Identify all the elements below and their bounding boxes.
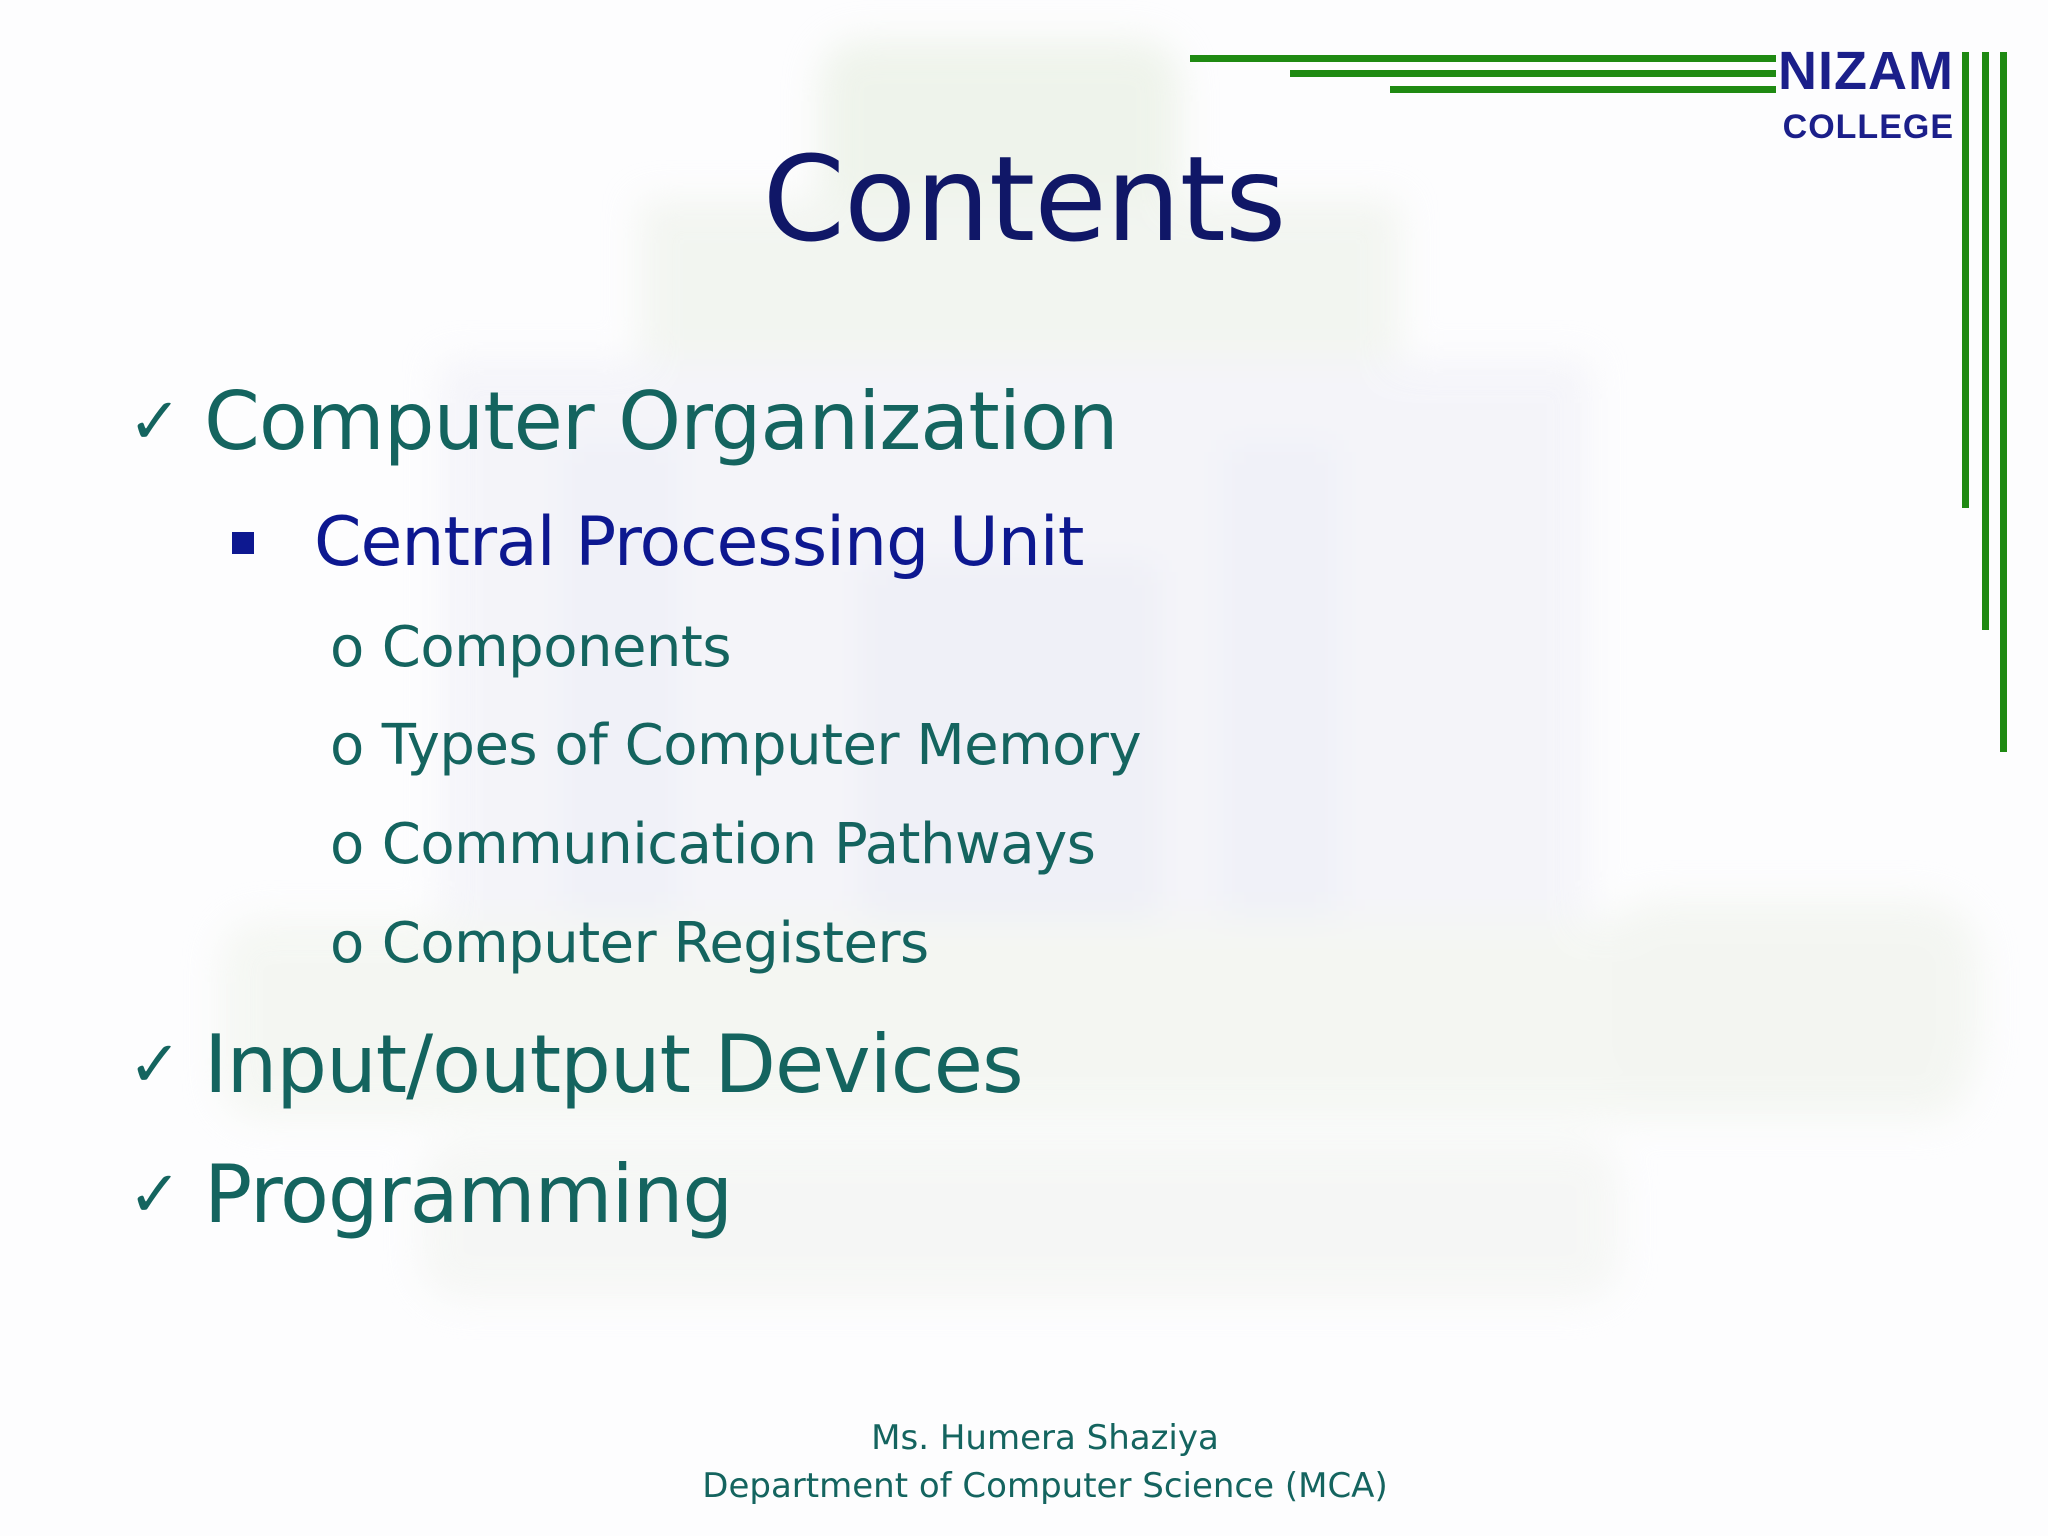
outline-item-central-processing-unit: Central Processing Unit [232, 503, 1084, 582]
checkmark-icon: ✓ [128, 384, 182, 459]
checkmark-icon: ✓ [128, 1027, 182, 1102]
footer-author: Ms. Humera Shaziya [871, 1418, 1219, 1458]
square-bullet-icon [232, 531, 254, 554]
outline-item-computer-registers: o Computer Registers [330, 911, 929, 976]
logo-nizam-text: NIZAM [1778, 41, 1954, 101]
outline-item-text: Communication Pathways [381, 812, 1096, 877]
outline-item-text: Programming [204, 1148, 733, 1241]
outline-item-text: Computer Registers [381, 911, 929, 976]
outline-item-input-output-devices: ✓ Input/output Devices [128, 1018, 1024, 1111]
circle-bullet-icon: o [330, 911, 364, 976]
outline-item-communication-pathways: o Communication Pathways [330, 812, 1096, 877]
logo-college-text: COLLEGE [1782, 108, 1954, 146]
circle-bullet-icon: o [330, 615, 364, 680]
outline-item-programming: ✓ Programming [128, 1148, 733, 1241]
slide-title: Contents [762, 130, 1287, 268]
outline-item-text: Components [381, 615, 732, 680]
outline-item-text: Types of Computer Memory [381, 713, 1142, 778]
checkmark-icon: ✓ [128, 1157, 182, 1232]
outline-item-text: Central Processing Unit [314, 503, 1084, 582]
footer-department: Department of Computer Science (MCA) [702, 1466, 1388, 1506]
outline-item-components: o Components [330, 615, 732, 680]
outline-item-types-of-computer-memory: o Types of Computer Memory [330, 713, 1142, 778]
outline-item-text: Input/output Devices [204, 1018, 1024, 1111]
circle-bullet-icon: o [330, 713, 364, 778]
outline-item-text: Computer Organization [204, 375, 1119, 468]
outline-item-computer-organization: ✓ Computer Organization [128, 375, 1119, 468]
circle-bullet-icon: o [330, 812, 364, 877]
